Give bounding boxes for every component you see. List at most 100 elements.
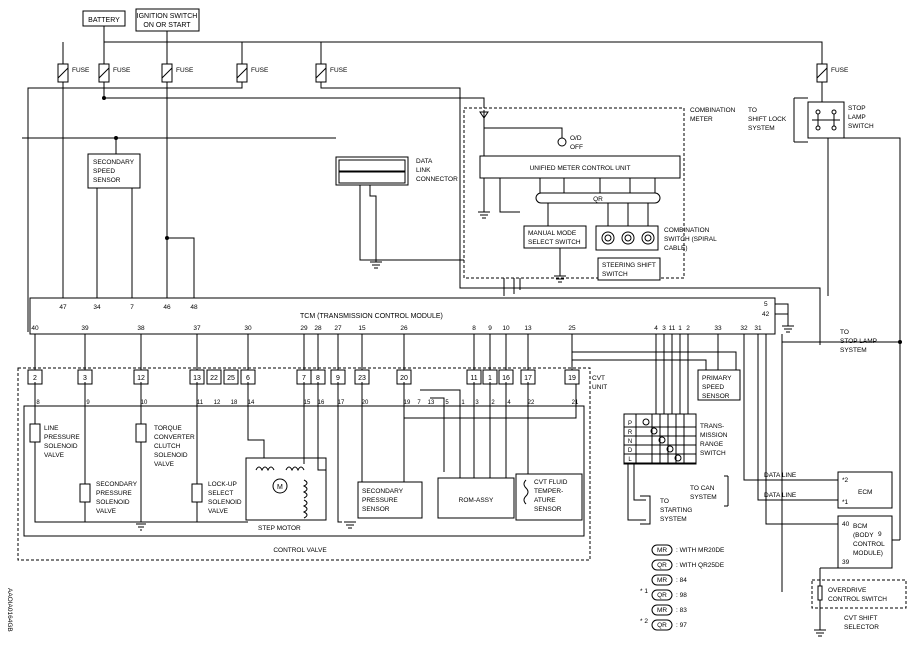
cvt-connector-pin: 11 [470, 375, 477, 382]
svg-text:SPEED: SPEED [702, 384, 724, 391]
tcm-pin: 25 [568, 325, 576, 332]
cvt-inner-pin: 7 [417, 400, 421, 406]
range-position: P [628, 421, 632, 427]
cvt-inner-pin: 8 [36, 400, 40, 406]
ignition-label-1: IGNITION SWITCH [137, 13, 198, 20]
svg-text:MANUAL MODE: MANUAL MODE [528, 230, 577, 237]
cvt-connector-pin: 6 [246, 375, 250, 382]
svg-text:ATURE: ATURE [534, 497, 556, 504]
svg-text:CVT: CVT [592, 375, 605, 382]
rail-dlc [320, 82, 821, 345]
cvt-inner-pin: 13 [428, 400, 435, 406]
legend-text: : 84 [676, 577, 687, 584]
svg-text:STOP LAMP: STOP LAMP [840, 338, 877, 345]
svg-text:VALVE: VALVE [96, 508, 117, 515]
cvt-connector: 19 [564, 369, 580, 385]
cvt-inner-pin: 18 [231, 400, 238, 406]
svg-text:5: 5 [764, 301, 768, 308]
cvt-inner-pin: 11 [197, 400, 204, 406]
svg-text:STARTING: STARTING [660, 507, 692, 514]
tcm-title: TCM (TRANSMISSION CONTROL MODULE) [300, 313, 443, 320]
cvt-inner-pin: 14 [248, 400, 255, 406]
svg-text:*2: *2 [842, 477, 849, 484]
svg-text:(BODY: (BODY [853, 532, 874, 539]
tcm-pin: 9 [488, 325, 492, 332]
tcm-pin: 7 [130, 304, 134, 311]
legend-item: MR: 84 [651, 574, 687, 586]
cvt-connector: 12 [133, 369, 149, 385]
svg-text:UNIT: UNIT [592, 384, 607, 391]
tcm-pin: 39 [81, 325, 89, 332]
tcm-pin: 26 [400, 325, 408, 332]
svg-text:LOCK-UP: LOCK-UP [208, 481, 237, 488]
svg-text:DATA LINE: DATA LINE [764, 492, 797, 499]
cvt-connector-pin: 12 [137, 375, 145, 382]
svg-text:TORQUE: TORQUE [154, 425, 182, 432]
figure-id: AAOIA0164GB [6, 588, 13, 632]
fuse-feeds [62, 42, 823, 64]
svg-text:SWITCH: SWITCH [700, 450, 726, 457]
svg-text:SYSTEM: SYSTEM [840, 347, 867, 354]
fuse: FUSE [57, 63, 90, 83]
svg-text:DATA: DATA [416, 158, 433, 165]
legend-badge: MR [657, 547, 667, 554]
cvt-connector: 22 [206, 369, 222, 385]
svg-text:SWITCH (SPIRAL: SWITCH (SPIRAL [664, 236, 717, 243]
cvt-connector-pin: 8 [316, 375, 320, 382]
data-link-connector: DATA LINK CONNECTOR [335, 156, 458, 186]
svg-text:SENSOR: SENSOR [362, 506, 390, 513]
svg-text:SENSOR: SENSOR [702, 393, 730, 400]
tcm-pin: 31 [754, 325, 762, 332]
tcm-pin: 11 [669, 325, 676, 332]
svg-text:CVT SHIFT: CVT SHIFT [844, 615, 877, 622]
cvt-inner-pin: 22 [528, 400, 535, 406]
range-position: N [628, 439, 632, 445]
legend-mark: * 2 [640, 618, 648, 625]
legend-item: QR: 97* 2 [640, 618, 687, 631]
svg-text:QR: QR [593, 196, 603, 203]
svg-text:SELECT: SELECT [208, 490, 233, 497]
svg-text:SYSTEM: SYSTEM [690, 494, 717, 501]
svg-text:MODULE): MODULE) [853, 550, 883, 557]
cvt-connector: 8 [310, 369, 326, 385]
tcm-pin: 2 [686, 325, 690, 332]
legend-text: : 98 [676, 592, 687, 599]
cvt-connector-pin: 17 [524, 375, 532, 382]
step-motor: M STEP MOTOR [245, 457, 327, 532]
svg-text:SECONDARY: SECONDARY [93, 159, 135, 166]
svg-text:42: 42 [762, 311, 770, 318]
fuse-label: FUSE [831, 67, 849, 74]
range-position: R [628, 430, 633, 436]
svg-text:PRESSURE: PRESSURE [362, 497, 398, 504]
cvt-inner-pin: 3 [475, 400, 479, 406]
svg-text:SOLENOID: SOLENOID [96, 499, 130, 506]
cvt-connector: 16 [498, 369, 514, 385]
tcm-pin: 10 [502, 325, 510, 332]
svg-text:*1: *1 [842, 499, 849, 506]
cvt-connector: 7 [296, 369, 312, 385]
svg-text:LINE: LINE [44, 425, 59, 432]
battery-box: BATTERY [82, 10, 126, 27]
svg-text:CLUTCH: CLUTCH [154, 443, 181, 450]
svg-text:PRESSURE: PRESSURE [44, 434, 80, 441]
svg-text:TRANS-: TRANS- [700, 423, 724, 430]
tcm-pin: 30 [244, 325, 252, 332]
svg-text:COMBINATION: COMBINATION [664, 227, 710, 234]
svg-text:TO: TO [840, 329, 849, 336]
cvt-inner-pin: 21 [572, 400, 579, 406]
tcm-pin: 34 [93, 304, 101, 311]
fuse-label: FUSE [251, 67, 269, 74]
legend-badge: QR [657, 592, 667, 599]
legend-text: : 83 [676, 607, 687, 614]
tcm-pin: 48 [190, 304, 198, 311]
cvt-connector-pin: 3 [83, 375, 87, 382]
cvt-connector-pin: 13 [193, 375, 201, 382]
cvt-connector: 17 [520, 369, 536, 385]
cvt-connector: 3 [77, 369, 93, 385]
svg-text:SELECT SWITCH: SELECT SWITCH [528, 239, 581, 246]
cvt-connector: 25 [223, 369, 239, 385]
fuse: FUSE [161, 63, 194, 83]
svg-text:SELECTOR: SELECTOR [844, 624, 879, 631]
fuse-label: FUSE [176, 67, 194, 74]
